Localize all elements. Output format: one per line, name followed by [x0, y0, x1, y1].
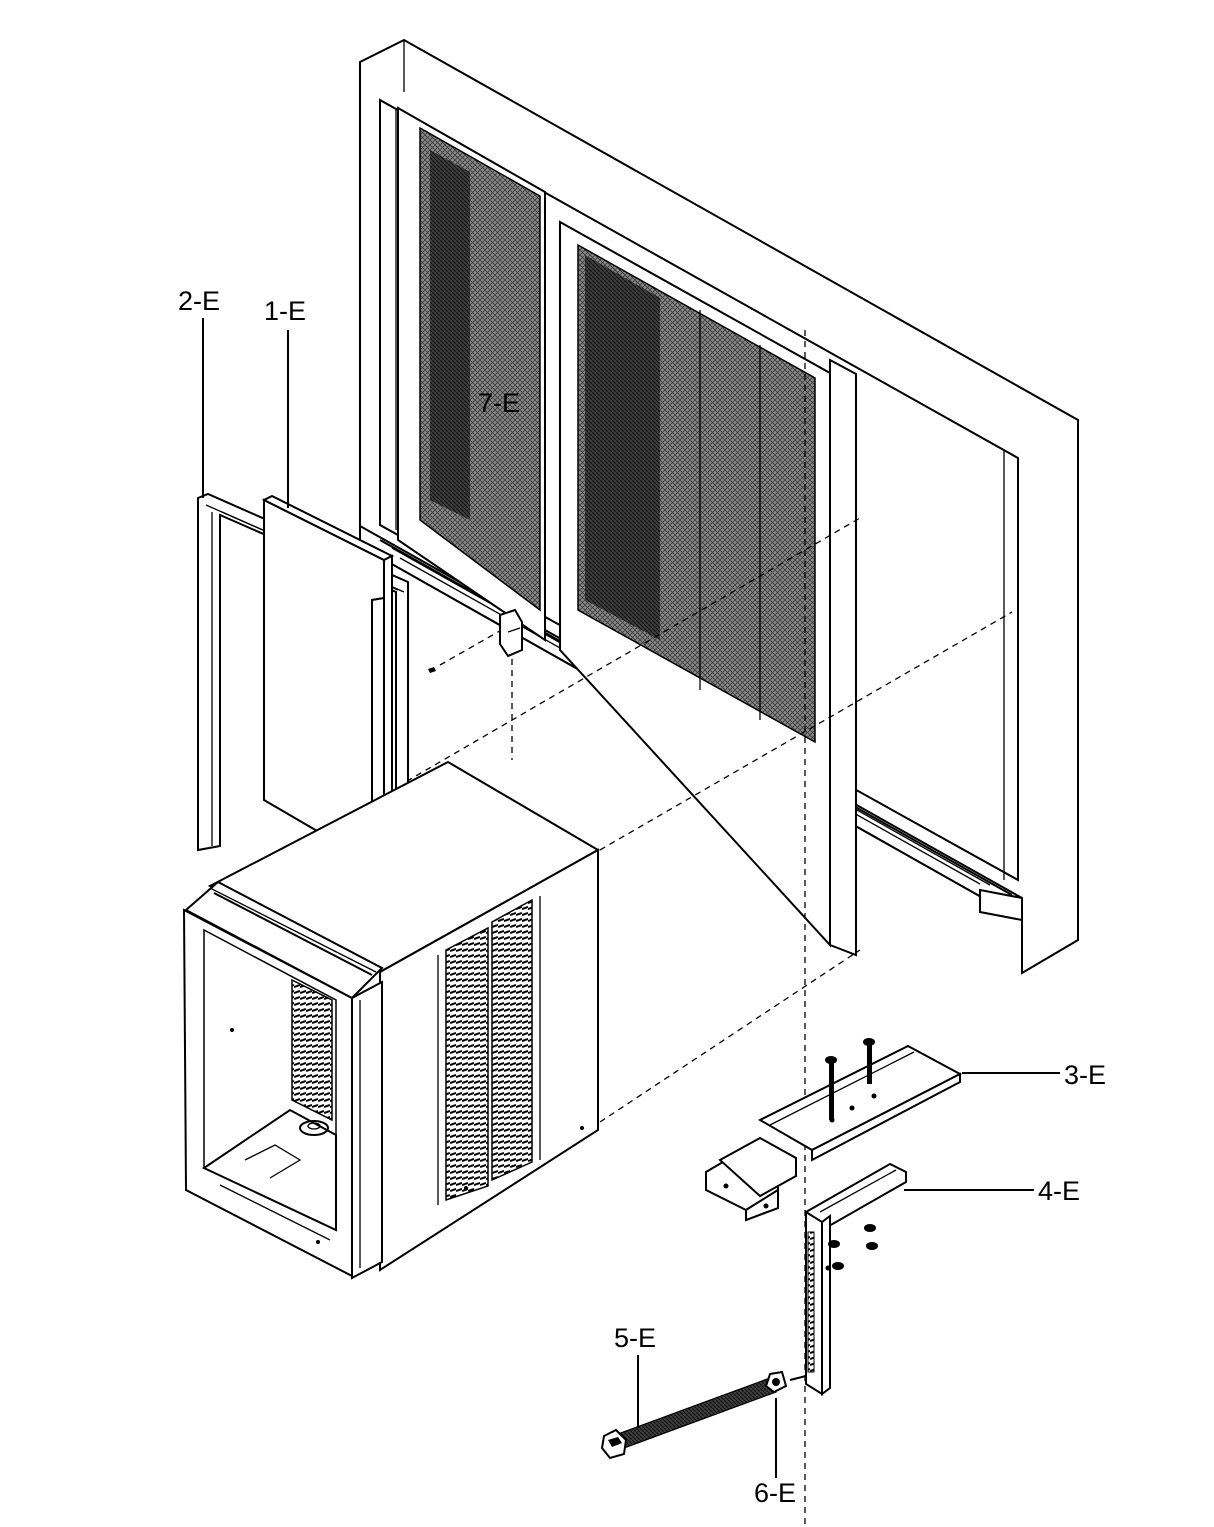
- left-window-sash: [397, 106, 546, 642]
- label-part-1: 1-E: [264, 296, 306, 326]
- part-7-bracket: [499, 608, 523, 658]
- part-5-bolt: [600, 1377, 777, 1460]
- part-4-leg-bracket: [804, 1162, 907, 1396]
- label-part-4: 4-E: [1038, 1176, 1080, 1206]
- label-part-3: 3-E: [1064, 1060, 1106, 1090]
- screw-small: [428, 667, 436, 673]
- label-part-7: 7-E: [478, 388, 520, 418]
- label-part-5: 5-E: [614, 1323, 656, 1353]
- part-3-support-bracket: [705, 1038, 963, 1222]
- leader-lines: [202, 318, 1060, 1478]
- part-6-nut: [764, 1370, 807, 1394]
- right-window-sash: [559, 220, 857, 957]
- label-part-6: 6-E: [754, 1478, 796, 1508]
- label-part-2: 2-E: [178, 286, 220, 316]
- ac-cabinet: [182, 760, 601, 1280]
